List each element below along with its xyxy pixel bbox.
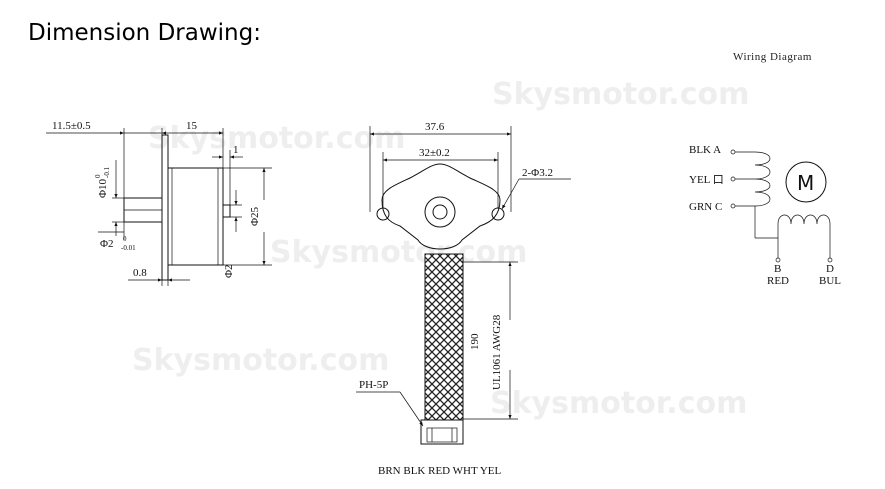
dim-body-length: 15: [186, 120, 198, 132]
dim-pin-tol-lower: -0.01: [121, 244, 136, 252]
wire-label-yel: YEL 口: [689, 174, 724, 186]
dim-shaft-tol-lower: -0.1: [103, 166, 111, 178]
dim-shaft-tol-upper: 0: [94, 174, 102, 178]
watermark-4: Skysmotor.com: [132, 343, 389, 378]
coil-bd: [777, 214, 831, 225]
wire-label-red: RED: [767, 275, 789, 287]
watermark-1: Skysmotor.com: [492, 77, 749, 112]
coil-ac: [754, 151, 771, 207]
wire-label-d: D: [826, 263, 834, 275]
dim-cable-length: 190: [469, 333, 481, 350]
page-title: Dimension Drawing:: [28, 20, 261, 46]
wire-colors: BRN BLK RED WHT YEL: [378, 465, 502, 477]
watermark-3: Skysmotor.com: [270, 235, 527, 270]
flange-plate: [161, 134, 169, 281]
dim-pin-dia: Φ2: [100, 238, 114, 250]
wiring-diagram-title: Wiring Diagram: [733, 51, 812, 63]
front-view: 37.6 32±0.2 2-Φ3.2 190 UL1061 AWG28: [356, 121, 571, 477]
motor-symbol-circle: [785, 161, 827, 203]
dim-body-dia: Φ25: [249, 206, 261, 226]
dim-phi2: Φ2: [223, 264, 235, 278]
wire-label-bul: BUL: [819, 275, 841, 287]
connector-label: PH-5P: [359, 379, 388, 391]
dim-tip: 1: [233, 144, 239, 156]
dim-width: 37.6: [425, 121, 445, 133]
watermark-5: Skysmotor.com: [490, 386, 747, 421]
dim-hole-spacing: 32±0.2: [419, 147, 450, 159]
dim-shaft-dia: Φ10: [97, 178, 109, 198]
rear-pin: [222, 204, 231, 218]
wire-label-b: B: [774, 263, 781, 275]
shaft-boss: [424, 196, 456, 228]
wire-label-c: GRN C: [689, 201, 722, 213]
dim-pin-tol-upper: 0: [123, 235, 127, 243]
dim-flange-offset: 11.5±0.5: [52, 120, 91, 132]
braided-cable: [424, 253, 464, 421]
wire-label-a: BLK A: [689, 144, 721, 156]
mounting-flange: [381, 163, 501, 250]
dim-holes: 2-Φ3.2: [522, 167, 553, 179]
motor-body: [167, 167, 224, 266]
shaft-hole: [432, 204, 448, 220]
watermark-2: Skysmotor.com: [148, 121, 405, 156]
wiring-diagram: BLK A YEL 口 GRN C M B RED D BUL: [689, 144, 841, 287]
side-view: 11.5±0.5 15 1 Φ10 0 -0.1 Φ2 0 -0.01 0.8: [46, 120, 272, 286]
dim-flange-thickness: 0.8: [133, 267, 147, 279]
cable-spec: UL1061 AWG28: [491, 314, 503, 390]
connector-body: [420, 419, 464, 445]
motor-symbol: M: [797, 171, 814, 195]
